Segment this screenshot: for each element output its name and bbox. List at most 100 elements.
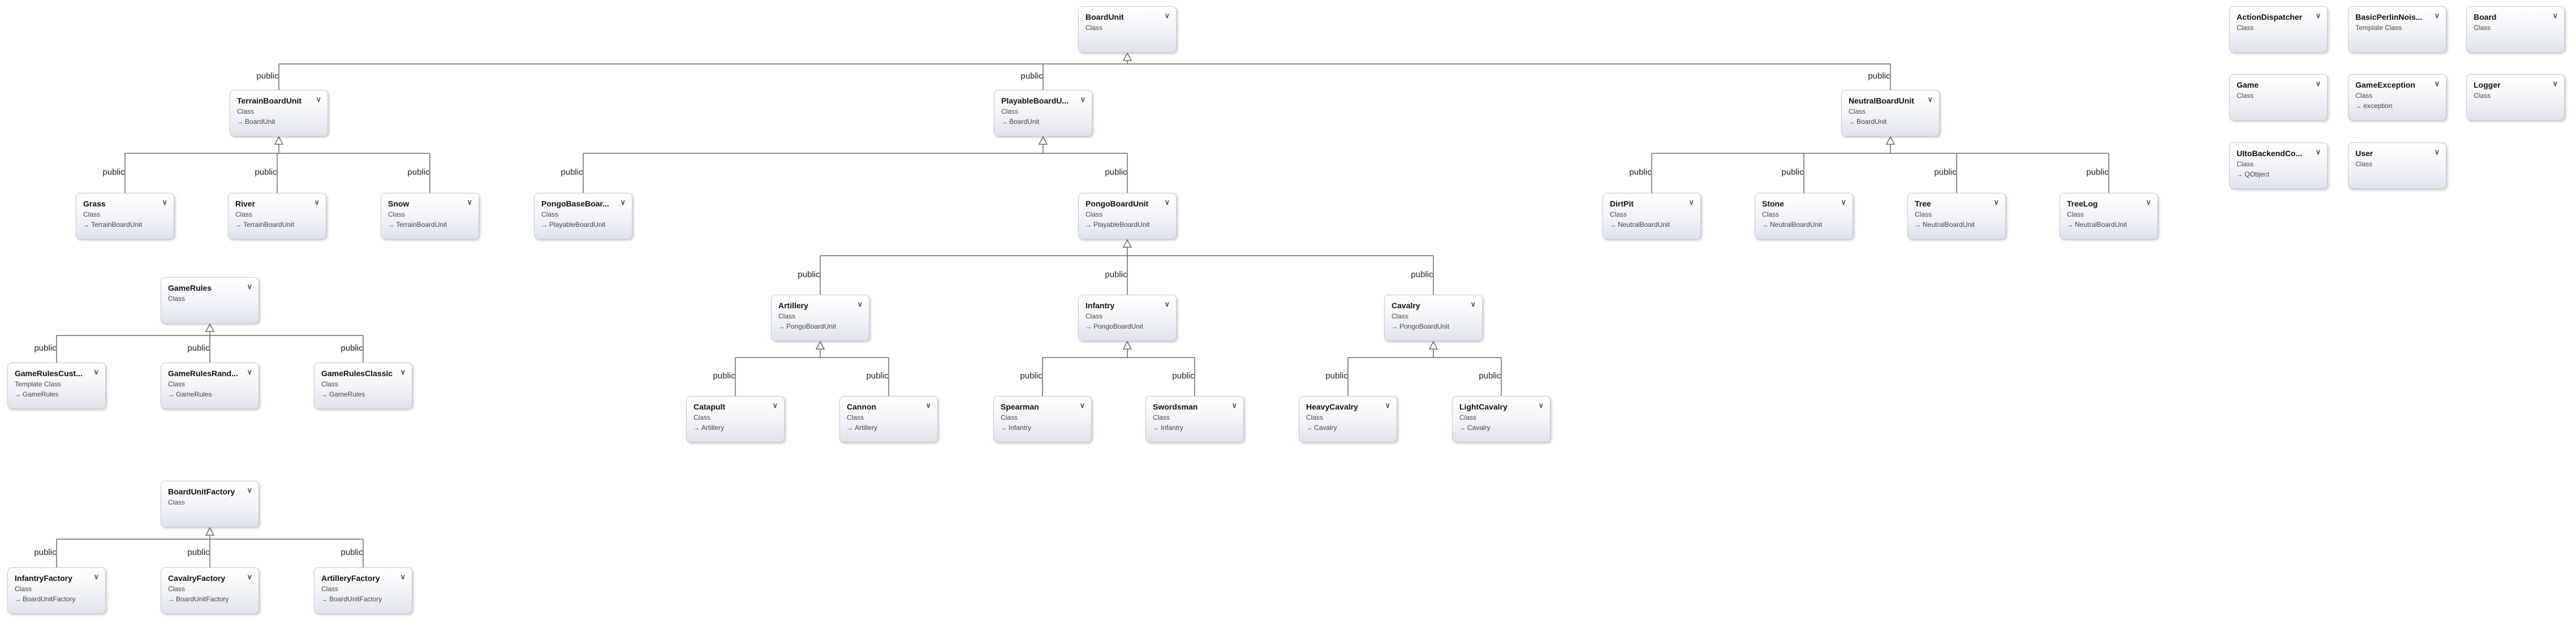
collapse-chevron-icon[interactable]: ∨: [2146, 198, 2151, 206]
class-name: CavalryFactory: [168, 574, 226, 583]
collapse-chevron-icon[interactable]: ∨: [247, 572, 252, 581]
collapse-chevron-icon[interactable]: ∨: [400, 368, 405, 376]
base-class-name: NeutralBoardUnit: [1923, 221, 1975, 229]
inheritance-arrowhead: [205, 527, 215, 536]
base-class-name: BoardUnit: [1009, 118, 1040, 126]
collapse-chevron-icon[interactable]: ∨: [314, 198, 319, 206]
collapse-chevron-icon[interactable]: ∨: [2552, 11, 2557, 20]
collapse-chevron-icon[interactable]: ∨: [2552, 79, 2557, 88]
class-stereotype: Class: [1610, 210, 1627, 218]
class-name: Artillery: [778, 301, 808, 310]
class-node-basic-perlin-noise[interactable]: BasicPerlinNois...Template Class∨: [2348, 6, 2446, 53]
class-stereotype: Class: [388, 210, 406, 218]
collapse-chevron-icon[interactable]: ∨: [93, 572, 98, 581]
collapse-chevron-icon[interactable]: ∨: [2315, 148, 2320, 156]
collapse-chevron-icon[interactable]: ∨: [2434, 148, 2439, 156]
base-class-name: BoardUnitFactory: [329, 595, 382, 603]
base-class: →GameRules: [321, 390, 365, 398]
class-node-game-rules-random[interactable]: GameRulesRand...Class→GameRules∨: [161, 363, 259, 409]
collapse-chevron-icon[interactable]: ∨: [1688, 198, 1694, 206]
collapse-chevron-icon[interactable]: ∨: [400, 572, 405, 581]
inherits-arrow-icon: →: [1392, 324, 1398, 330]
collapse-chevron-icon[interactable]: ∨: [620, 198, 625, 206]
collapse-chevron-icon[interactable]: ∨: [2434, 79, 2439, 88]
collapse-chevron-icon[interactable]: ∨: [1080, 95, 1085, 104]
class-node-game-rules-custom[interactable]: GameRulesCust...Template Class→GameRules…: [7, 363, 106, 409]
class-node-playable-board-unit[interactable]: PlayableBoardU...Class→BoardUnit∨: [994, 90, 1092, 136]
class-stereotype: Class: [1085, 312, 1103, 320]
collapse-chevron-icon[interactable]: ∨: [1538, 401, 1543, 410]
collapse-chevron-icon[interactable]: ∨: [1993, 198, 1998, 206]
collapse-chevron-icon[interactable]: ∨: [1231, 401, 1237, 410]
base-class: →PongoBoardUnit: [1392, 322, 1449, 330]
collapse-chevron-icon[interactable]: ∨: [316, 95, 321, 104]
collapse-chevron-icon[interactable]: ∨: [2434, 11, 2439, 20]
base-class-name: GameRules: [329, 390, 365, 398]
collapse-chevron-icon[interactable]: ∨: [1470, 300, 1475, 308]
class-stereotype: Class: [321, 585, 339, 593]
collapse-chevron-icon[interactable]: ∨: [2315, 11, 2320, 20]
edge-label-public: public: [187, 343, 210, 353]
base-class-name: PlayableBoardUnit: [549, 221, 606, 229]
inherits-arrow-icon: →: [168, 596, 174, 603]
edge-label-public: public: [1781, 167, 1804, 177]
collapse-chevron-icon[interactable]: ∨: [1164, 11, 1169, 20]
collapse-chevron-icon[interactable]: ∨: [2315, 79, 2320, 88]
collapse-chevron-icon[interactable]: ∨: [162, 198, 167, 206]
collapse-chevron-icon[interactable]: ∨: [1164, 198, 1169, 206]
class-node-pongo-base-board-unit[interactable]: PongoBaseBoar...Class→PlayableBoardUnit∨: [534, 193, 632, 239]
collapse-chevron-icon[interactable]: ∨: [857, 300, 862, 308]
class-name: TreeLog: [2067, 199, 2098, 208]
collapse-chevron-icon[interactable]: ∨: [1164, 300, 1169, 308]
collapse-chevron-icon[interactable]: ∨: [772, 401, 777, 410]
base-class: →Infantry: [1153, 424, 1183, 432]
class-stereotype: Class: [2474, 24, 2491, 32]
collapse-chevron-icon[interactable]: ∨: [247, 368, 252, 376]
class-node-uito-backend-connector[interactable]: UItoBackendCo...Class→QObject∨: [2229, 143, 2328, 189]
collapse-chevron-icon[interactable]: ∨: [925, 401, 931, 410]
collapse-chevron-icon[interactable]: ∨: [467, 198, 472, 206]
collapse-chevron-icon[interactable]: ∨: [1079, 401, 1084, 410]
collapse-chevron-icon[interactable]: ∨: [247, 486, 252, 494]
base-class-name: GameRules: [176, 390, 212, 398]
collapse-chevron-icon[interactable]: ∨: [93, 368, 98, 376]
collapse-chevron-icon[interactable]: ∨: [247, 282, 252, 291]
collapse-chevron-icon[interactable]: ∨: [1385, 401, 1390, 410]
collapse-chevron-icon[interactable]: ∨: [1927, 95, 1932, 104]
inherits-arrow-icon: →: [2237, 171, 2243, 178]
collapse-chevron-icon[interactable]: ∨: [1841, 198, 1846, 206]
class-name: Grass: [83, 199, 106, 208]
